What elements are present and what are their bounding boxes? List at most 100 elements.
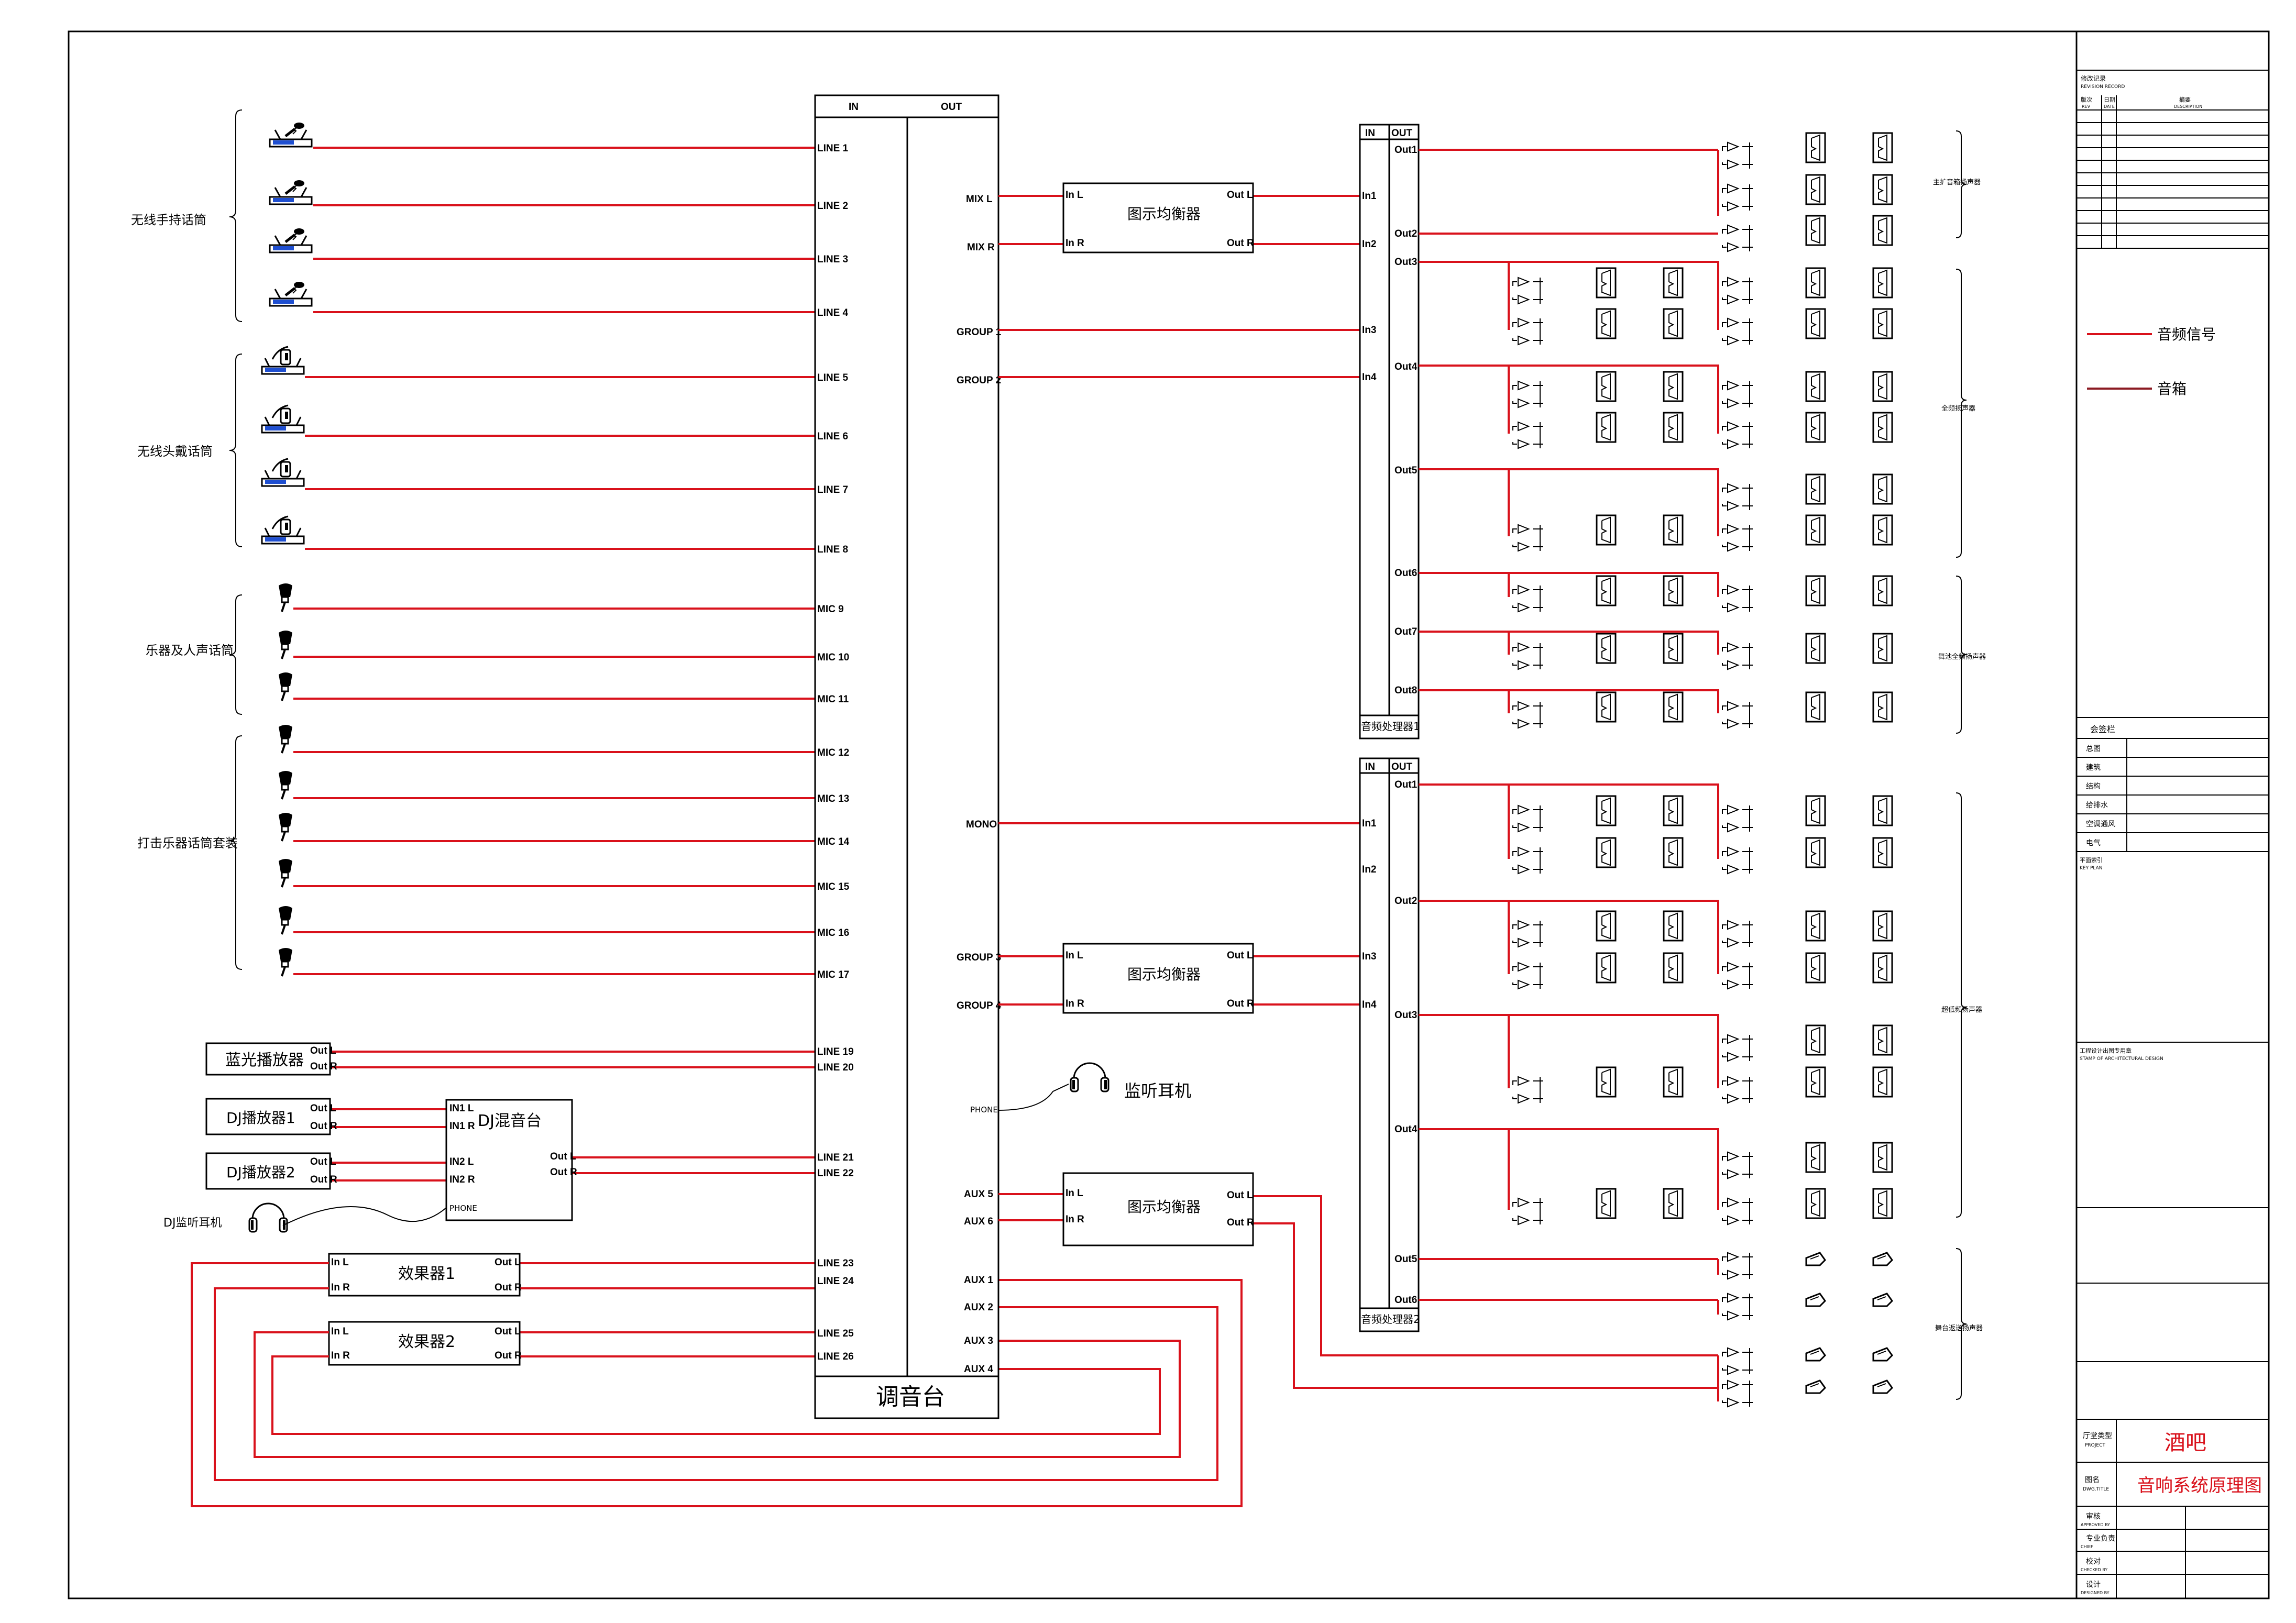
svg-text:In L: In L [1065,190,1083,201]
svg-text:Out R: Out R [1227,238,1254,249]
svg-text:专业负责: 专业负责 [2086,1534,2115,1543]
svg-text:空调通风: 空调通风 [2086,820,2115,829]
svg-text:AUX 3: AUX 3 [964,1335,993,1346]
effects-unit-2 [328,1321,521,1366]
svg-text:电气: 电气 [2086,839,2101,847]
svg-text:Out L: Out L [310,1045,336,1056]
dj-player-2 [205,1152,331,1190]
svg-text:IN: IN [1365,761,1375,772]
svg-text:图示均衡器: 图示均衡器 [1127,966,1201,983]
svg-text:Out R: Out R [310,1174,337,1185]
svg-text:AUX 4: AUX 4 [964,1364,993,1375]
svg-text:In R: In R [1065,998,1084,1009]
dj-player-2-label: DJ播放器2 [226,1164,295,1181]
svg-text:DESIGNED BY: DESIGNED BY [2081,1591,2110,1595]
output-signal-lines [998,195,1718,1389]
svg-text:图示均衡器: 图示均衡器 [1127,1198,1201,1216]
svg-text:PROJECT: PROJECT [2085,1443,2105,1448]
svg-text:MIC 15: MIC 15 [817,881,850,892]
svg-text:会签栏: 会签栏 [2090,724,2115,734]
svg-text:MIC 12: MIC 12 [817,747,849,758]
group-bracket-3 [229,594,243,715]
aux-loop-lines [191,1262,1243,1507]
svg-text:In R: In R [1065,1214,1084,1225]
svg-text:In L: In L [331,1326,349,1337]
svg-text:GROUP 4: GROUP 4 [957,1000,1002,1011]
svg-text:LINE 1: LINE 1 [817,143,849,154]
wireless-handheld-mic-icon [270,123,312,306]
dj-player-1 [205,1098,331,1135]
svg-text:图示均衡器: 图示均衡器 [1127,205,1201,223]
svg-text:平面索引: 平面索引 [2080,856,2103,864]
svg-text:LINE 7: LINE 7 [817,484,848,495]
monitor-speaker-icon [1805,1252,1893,1394]
svg-text:AUX 5: AUX 5 [964,1189,993,1200]
svg-text:In R: In R [331,1350,350,1361]
speaker-icon [1596,132,1893,1219]
svg-text:CHECKED BY: CHECKED BY [2081,1567,2107,1572]
svg-text:REVISION RECORD: REVISION RECORD [2081,84,2125,90]
svg-text:LINE 22: LINE 22 [817,1168,854,1179]
svg-text:超低频扬声器: 超低频扬声器 [1941,1006,1982,1014]
group-bracket-2 [229,354,243,547]
dj-headphone-icon [248,1202,288,1233]
svg-text:LINE 5: LINE 5 [817,372,849,383]
drawing-title: 音响系统原理图 [2137,1475,2262,1496]
svg-text:工程设计出图专用章: 工程设计出图专用章 [2080,1047,2132,1054]
svg-text:图名: 图名 [2085,1476,2100,1484]
svg-text:MIC 10: MIC 10 [817,652,849,663]
svg-text:LINE 6: LINE 6 [817,431,848,442]
svg-text:设计: 设计 [2086,1581,2101,1589]
svg-text:OUT: OUT [1391,128,1413,139]
svg-text:CHIEF: CHIEF [2081,1544,2093,1549]
svg-text:摘要: 摘要 [2179,96,2191,103]
svg-text:LINE 20: LINE 20 [817,1062,854,1073]
dj-mixer-label: DJ混音台 [478,1112,542,1130]
svg-text:Out R: Out R [310,1121,337,1132]
zone-brackets [1956,130,1967,1400]
graphic-eq-3 [1062,1172,1254,1246]
mixer-input-labels: LINE 1 LINE 2 LINE 3 LINE 4 LINE 5 LINE … [817,143,854,1362]
svg-text:In2: In2 [1362,239,1376,250]
svg-text:舞台返送扬声器: 舞台返送扬声器 [1935,1324,1983,1332]
svg-text:MIC 9: MIC 9 [817,604,844,615]
input-signal-lines [293,147,815,1357]
project-name: 酒吧 [2165,1431,2206,1455]
svg-text:In2: In2 [1362,864,1376,875]
svg-text:Out8: Out8 [1394,685,1417,696]
svg-text:Out6: Out6 [1394,1295,1417,1306]
svg-text:In R: In R [1065,238,1084,249]
svg-text:REV: REV [2082,104,2091,109]
svg-text:LINE 4: LINE 4 [817,307,849,318]
mixer-title: 调音台 [876,1384,945,1410]
svg-text:In4: In4 [1362,999,1377,1010]
svg-text:Out L: Out L [495,1326,521,1337]
dj-player-1-label: DJ播放器1 [226,1109,295,1127]
svg-text:MIC 17: MIC 17 [817,969,849,980]
title-block [2075,30,2270,1599]
svg-text:Out1: Out1 [1394,779,1418,790]
svg-text:OUT: OUT [1391,761,1413,772]
wireless-headset-mic-icon [261,346,305,545]
svg-text:Out4: Out4 [1394,1124,1418,1135]
svg-text:结构: 结构 [2086,782,2101,791]
svg-text:Out3: Out3 [1394,1010,1417,1021]
svg-text:In R: In R [331,1282,350,1293]
svg-text:IN2 R: IN2 R [449,1174,475,1185]
svg-text:MIX R: MIX R [967,242,995,253]
svg-text:Out5: Out5 [1394,465,1418,476]
svg-text:MONO: MONO [966,819,997,830]
svg-text:Out R: Out R [495,1282,522,1293]
svg-text:LINE 23: LINE 23 [817,1258,854,1269]
svg-text:Out R: Out R [1227,1217,1254,1228]
svg-text:MIC 14: MIC 14 [817,836,850,847]
monitor-headphone-label: 监听耳机 [1124,1081,1191,1101]
svg-text:AUX 6: AUX 6 [964,1216,993,1227]
svg-text:Out6: Out6 [1394,568,1417,579]
svg-text:PHONE: PHONE [970,1105,998,1114]
svg-text:Out7: Out7 [1394,626,1417,637]
svg-text:审核: 审核 [2086,1512,2101,1521]
svg-text:PHONE: PHONE [449,1204,477,1213]
svg-text:MIC 11: MIC 11 [817,694,849,705]
svg-text:LINE 3: LINE 3 [817,254,848,265]
